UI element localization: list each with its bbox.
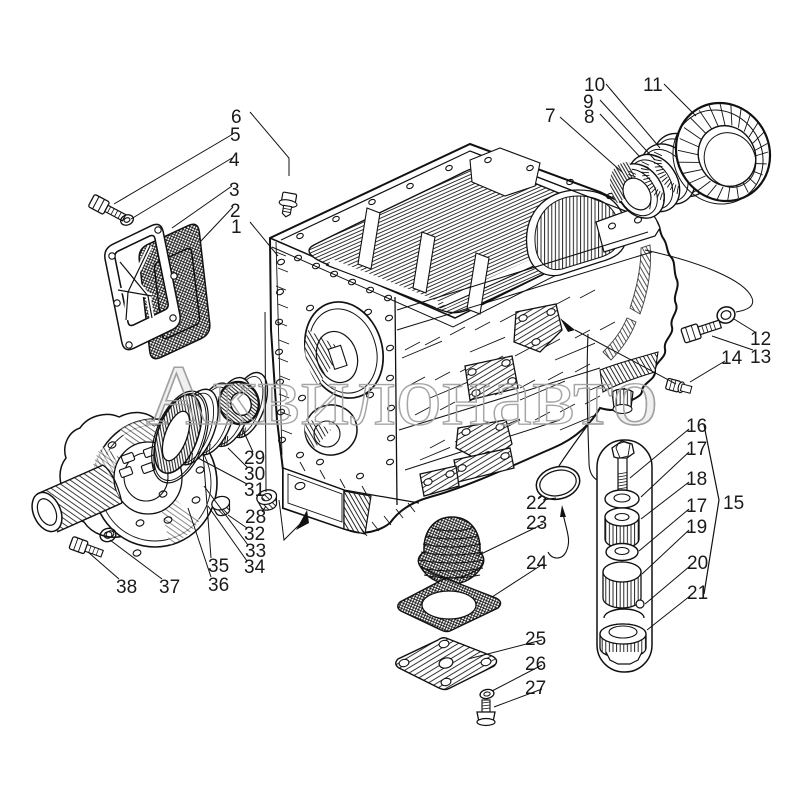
- svg-text:13: 13: [750, 347, 771, 368]
- svg-text:1: 1: [231, 217, 242, 238]
- svg-text:27: 27: [525, 678, 546, 699]
- svg-text:32: 32: [244, 524, 265, 545]
- svg-text:22: 22: [526, 493, 547, 514]
- svg-text:26: 26: [525, 654, 546, 675]
- svg-text:30: 30: [244, 464, 265, 485]
- svg-text:37: 37: [159, 577, 180, 598]
- svg-text:31: 31: [244, 480, 265, 501]
- svg-text:10: 10: [584, 75, 605, 96]
- svg-text:17: 17: [686, 496, 707, 517]
- svg-text:3: 3: [229, 180, 240, 201]
- svg-text:33: 33: [245, 541, 266, 562]
- svg-text:8: 8: [584, 107, 595, 128]
- svg-text:15: 15: [723, 493, 744, 514]
- svg-text:4: 4: [229, 150, 240, 171]
- svg-text:5: 5: [230, 125, 241, 146]
- svg-text:25: 25: [525, 629, 546, 650]
- svg-text:23: 23: [526, 513, 547, 534]
- svg-text:19: 19: [686, 517, 707, 538]
- svg-text:2: 2: [230, 201, 241, 222]
- svg-text:35: 35: [208, 556, 229, 577]
- svg-text:18: 18: [686, 469, 707, 490]
- svg-text:17: 17: [686, 439, 707, 460]
- svg-text:16: 16: [686, 416, 707, 437]
- svg-text:38: 38: [116, 577, 137, 598]
- svg-text:6: 6: [231, 107, 242, 128]
- svg-text:Аквилонавто: Аквилонавто: [146, 347, 658, 443]
- svg-text:7: 7: [545, 106, 556, 127]
- svg-text:28: 28: [245, 507, 266, 528]
- svg-text:11: 11: [643, 75, 663, 96]
- svg-text:36: 36: [208, 575, 229, 596]
- svg-text:20: 20: [687, 553, 708, 574]
- svg-text:14: 14: [721, 348, 743, 369]
- svg-text:34: 34: [244, 557, 266, 578]
- svg-text:24: 24: [526, 553, 548, 574]
- svg-text:9: 9: [583, 92, 594, 113]
- svg-text:21: 21: [687, 583, 708, 604]
- svg-text:29: 29: [244, 448, 265, 469]
- svg-text:12: 12: [750, 329, 771, 350]
